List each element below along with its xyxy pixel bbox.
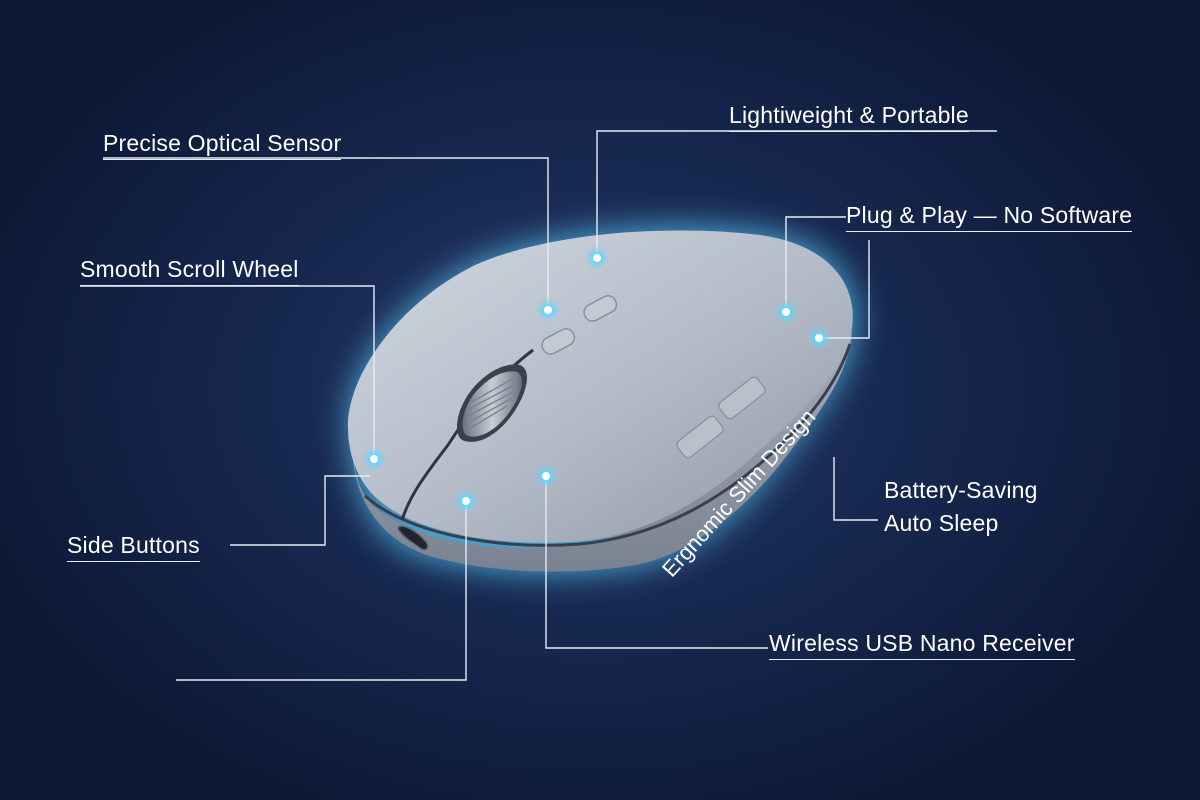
mouse-top-shell bbox=[347, 230, 853, 543]
label-auto-sleep: Auto Sleep bbox=[884, 510, 999, 536]
callout-line-battery bbox=[833, 457, 878, 521]
label-wireless-usb-receiver: Wireless USB Nano Receiver bbox=[769, 628, 1075, 660]
label-lightweight-portable: Lightiweight & Portable bbox=[729, 100, 969, 132]
callout-dot-icon bbox=[542, 472, 550, 480]
callout-line-usb-receiver bbox=[545, 476, 768, 649]
label-precise-optical-sensor: Precise Optical Sensor bbox=[103, 128, 342, 160]
side-button-back bbox=[676, 415, 724, 459]
callout-line-usb-port bbox=[819, 240, 870, 339]
callout-dots bbox=[366, 250, 827, 509]
label-side-buttons: Side Buttons bbox=[67, 530, 200, 562]
callout-line-scroll bbox=[80, 285, 375, 458]
dpi-button-lower bbox=[541, 328, 576, 355]
callout-dot-icon bbox=[544, 306, 552, 314]
mouse-seam bbox=[364, 343, 852, 547]
callout-dot-icon bbox=[782, 308, 790, 316]
label-smooth-scroll-wheel: Smooth Scroll Wheel bbox=[80, 254, 299, 286]
label-plug-and-play: Plug & Play — No Software bbox=[846, 200, 1133, 232]
charging-port bbox=[397, 525, 429, 551]
mouse-side-shell bbox=[352, 330, 852, 572]
dpi-button-upper bbox=[583, 295, 618, 322]
side-button-front bbox=[718, 376, 766, 420]
callout-dot-icon bbox=[370, 455, 378, 463]
callout-line-side-buttons bbox=[230, 475, 370, 546]
callout-dot-icon bbox=[815, 334, 823, 342]
scroll-wheel bbox=[456, 364, 527, 442]
callout-dot-icon bbox=[462, 497, 470, 505]
callout-line-sensor bbox=[103, 157, 549, 308]
callout-dot-icon bbox=[593, 254, 601, 262]
label-battery-saving: Battery-Saving bbox=[884, 477, 1038, 503]
callout-line-plug-play bbox=[785, 216, 846, 311]
callout-line-bottom bbox=[176, 502, 467, 681]
